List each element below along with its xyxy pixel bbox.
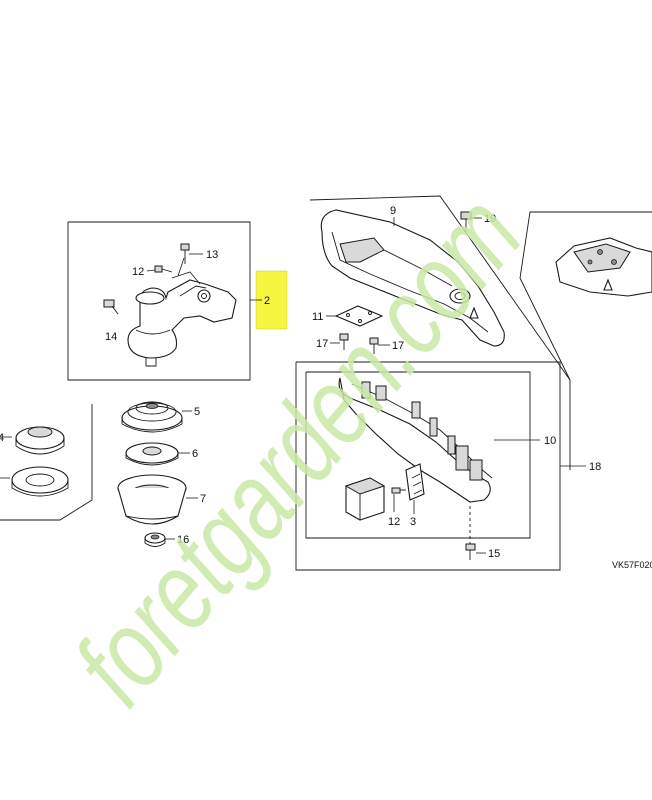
callout-18: 18 xyxy=(589,461,601,473)
callout-19: 19 xyxy=(484,213,496,225)
callout-2: 2 xyxy=(264,295,270,307)
callout-4: 4 xyxy=(0,432,4,444)
watermark: foretgarden.com xyxy=(51,172,545,727)
callout-5: 5 xyxy=(194,406,200,418)
part-16-nut xyxy=(144,532,175,547)
callout-7: 7 xyxy=(200,493,206,505)
callout-16: 16 xyxy=(177,534,189,546)
callout-11: 11 xyxy=(312,311,323,323)
callout-13: 13 xyxy=(206,249,218,261)
callout-17b: 17 xyxy=(392,340,404,352)
guard-assembly-group xyxy=(309,195,571,470)
callout-10: 10 xyxy=(544,435,556,447)
callout-17a: 17 xyxy=(316,338,328,350)
callout-12a: 12 xyxy=(132,266,144,278)
right-partial-inset xyxy=(519,211,652,381)
extension-group xyxy=(295,361,586,571)
callout-14: 14 xyxy=(105,331,117,343)
drawing-code: VK57F020 xyxy=(612,560,652,570)
watermark-text: foretgarden.com xyxy=(51,172,545,727)
callout-6: 6 xyxy=(192,448,198,460)
callout-12b: 12 xyxy=(388,516,400,528)
part-5-disk xyxy=(121,401,192,433)
callout-15: 15 xyxy=(488,548,500,560)
callout-3: 3 xyxy=(410,516,416,528)
part-7-cup xyxy=(117,474,198,525)
left-partial-parts xyxy=(0,404,93,521)
callout-9: 9 xyxy=(390,205,396,217)
gear-case-group xyxy=(67,221,251,381)
part-6-holder xyxy=(125,442,190,466)
